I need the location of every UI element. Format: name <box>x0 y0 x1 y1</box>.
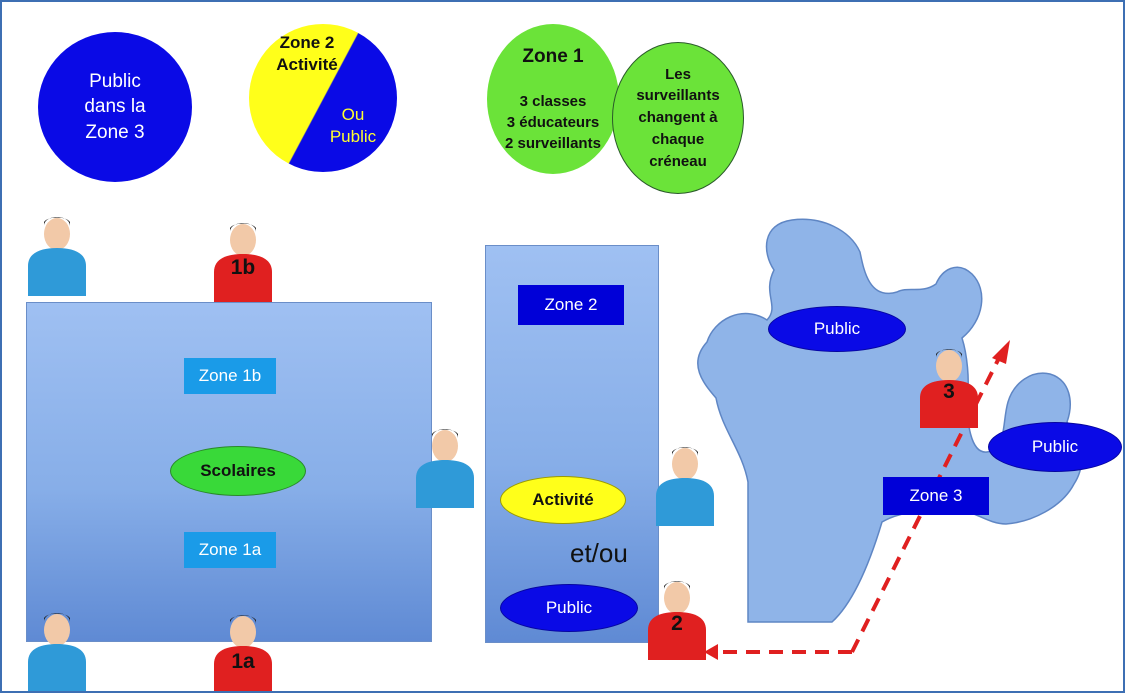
surveillant-3-label: 3 <box>943 380 955 403</box>
legend-zone1-content: Zone 1 3 classes 3 éducateurs 2 surveill… <box>505 23 601 176</box>
surveillant-1b-label: 1b <box>230 256 256 279</box>
zone3-lake-main <box>697 218 1083 623</box>
educator-person-icon <box>22 208 92 300</box>
zone2-public-ellipse: Public <box>500 584 638 632</box>
zone3-label: Zone 3 <box>883 477 989 515</box>
zone3-public-top-ellipse: Public <box>768 306 906 352</box>
legend-public-zone3: Public dans la Zone 3 <box>38 32 192 182</box>
surveillant-1a-label: 1a <box>231 650 255 673</box>
zone3-public-right-ellipse: Public <box>988 422 1122 472</box>
arrow-head-up <box>992 340 1010 364</box>
legend-zone2-activite-text: Zone 2 Activité <box>276 33 338 75</box>
surveillant-2-label: 2 <box>671 612 683 635</box>
legend-zone2-split: Zone 2 Activité Ou Public <box>249 24 397 172</box>
surveillant-3-person-icon: 3 <box>914 340 984 432</box>
zone1a-label: Zone 1a <box>184 532 276 568</box>
educator-person-icon <box>22 604 92 691</box>
legend-surveillants-note: Les surveillants changent à chaque créne… <box>612 42 744 194</box>
educator-person-icon <box>650 438 720 530</box>
legend-surveillants-text: Les surveillants changent à chaque créne… <box>636 65 720 170</box>
zone2-label: Zone 2 <box>518 285 624 325</box>
surveillant-2-person-icon: 2 <box>642 572 712 664</box>
activite-ellipse: Activité <box>500 476 626 524</box>
zone1b-label: Zone 1b <box>184 358 276 394</box>
scolaires-ellipse: Scolaires <box>170 446 306 496</box>
legend-zone1: Zone 1 3 classes 3 éducateurs 2 surveill… <box>487 24 619 174</box>
educator-person-icon <box>410 420 480 512</box>
arrow-head-left <box>704 644 718 660</box>
surveillant-1a-person-icon: 1a <box>208 606 278 691</box>
legend-zone1-body: 3 classes 3 éducateurs 2 surveillants <box>505 93 601 153</box>
surveillant-1b-person-icon: 1b <box>208 214 278 306</box>
legend-zone2-public-text: Ou Public <box>329 105 377 147</box>
legend-public-zone3-text: Public dans la Zone 3 <box>84 70 146 143</box>
et-ou-text: et/ou <box>570 538 628 568</box>
legend-zone1-title: Zone 1 <box>522 45 584 67</box>
